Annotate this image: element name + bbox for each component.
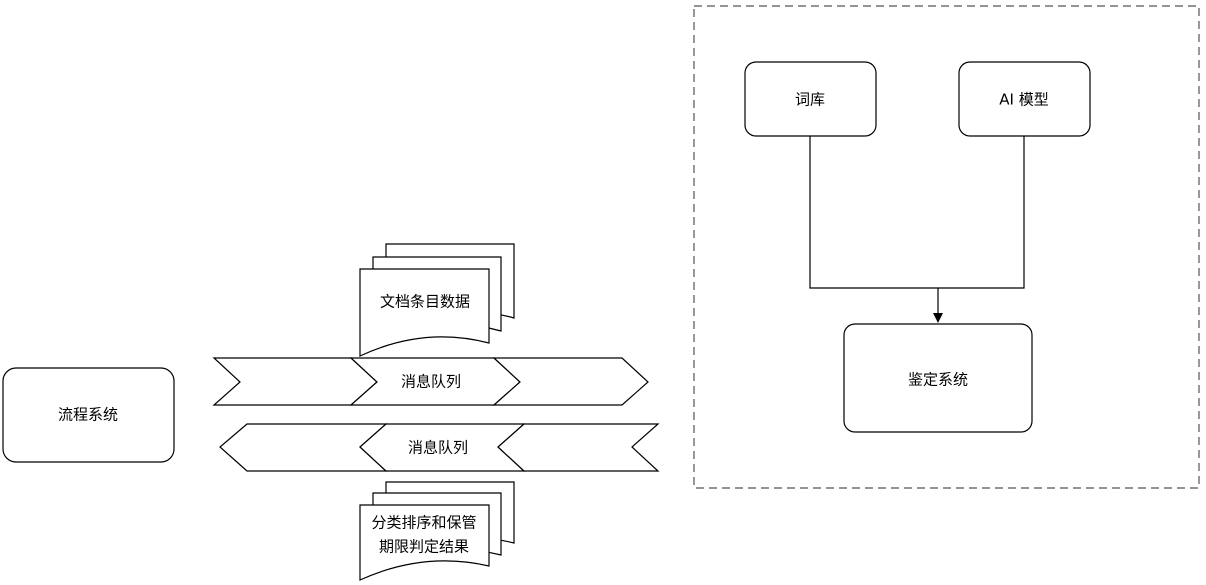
message-queue-out: 消息队列 [212, 357, 649, 406]
queue-in-label: 消息队列 [408, 439, 468, 457]
result-label-line1: 分类排序和保管 [371, 514, 476, 532]
appraisal-system-label: 鉴定系统 [908, 371, 968, 389]
result-node: 分类排序和保管 期限判定结果 [359, 481, 515, 581]
process-system-label: 流程系统 [58, 406, 118, 424]
doc-data-label: 文档条目数据 [380, 293, 470, 311]
lexicon-to-junction-connector [809, 136, 938, 289]
appraisal-system-node: 鉴定系统 [843, 323, 1033, 433]
message-queue-in: 消息队列 [219, 423, 660, 472]
ai-model-label: AI 模型 [999, 91, 1048, 109]
ai-model-node: AI 模型 [958, 61, 1091, 137]
process-system-node: 流程系统 [2, 367, 175, 463]
result-label-line2: 期限判定结果 [379, 538, 469, 556]
lexicon-label: 词库 [795, 91, 825, 109]
ai-model-to-junction-connector [938, 136, 1025, 289]
doc-data-node: 文档条目数据 [359, 243, 515, 357]
appraisal-boundary [693, 5, 1200, 489]
queue-out-label: 消息队列 [401, 373, 461, 391]
lexicon-node: 词库 [744, 61, 877, 137]
